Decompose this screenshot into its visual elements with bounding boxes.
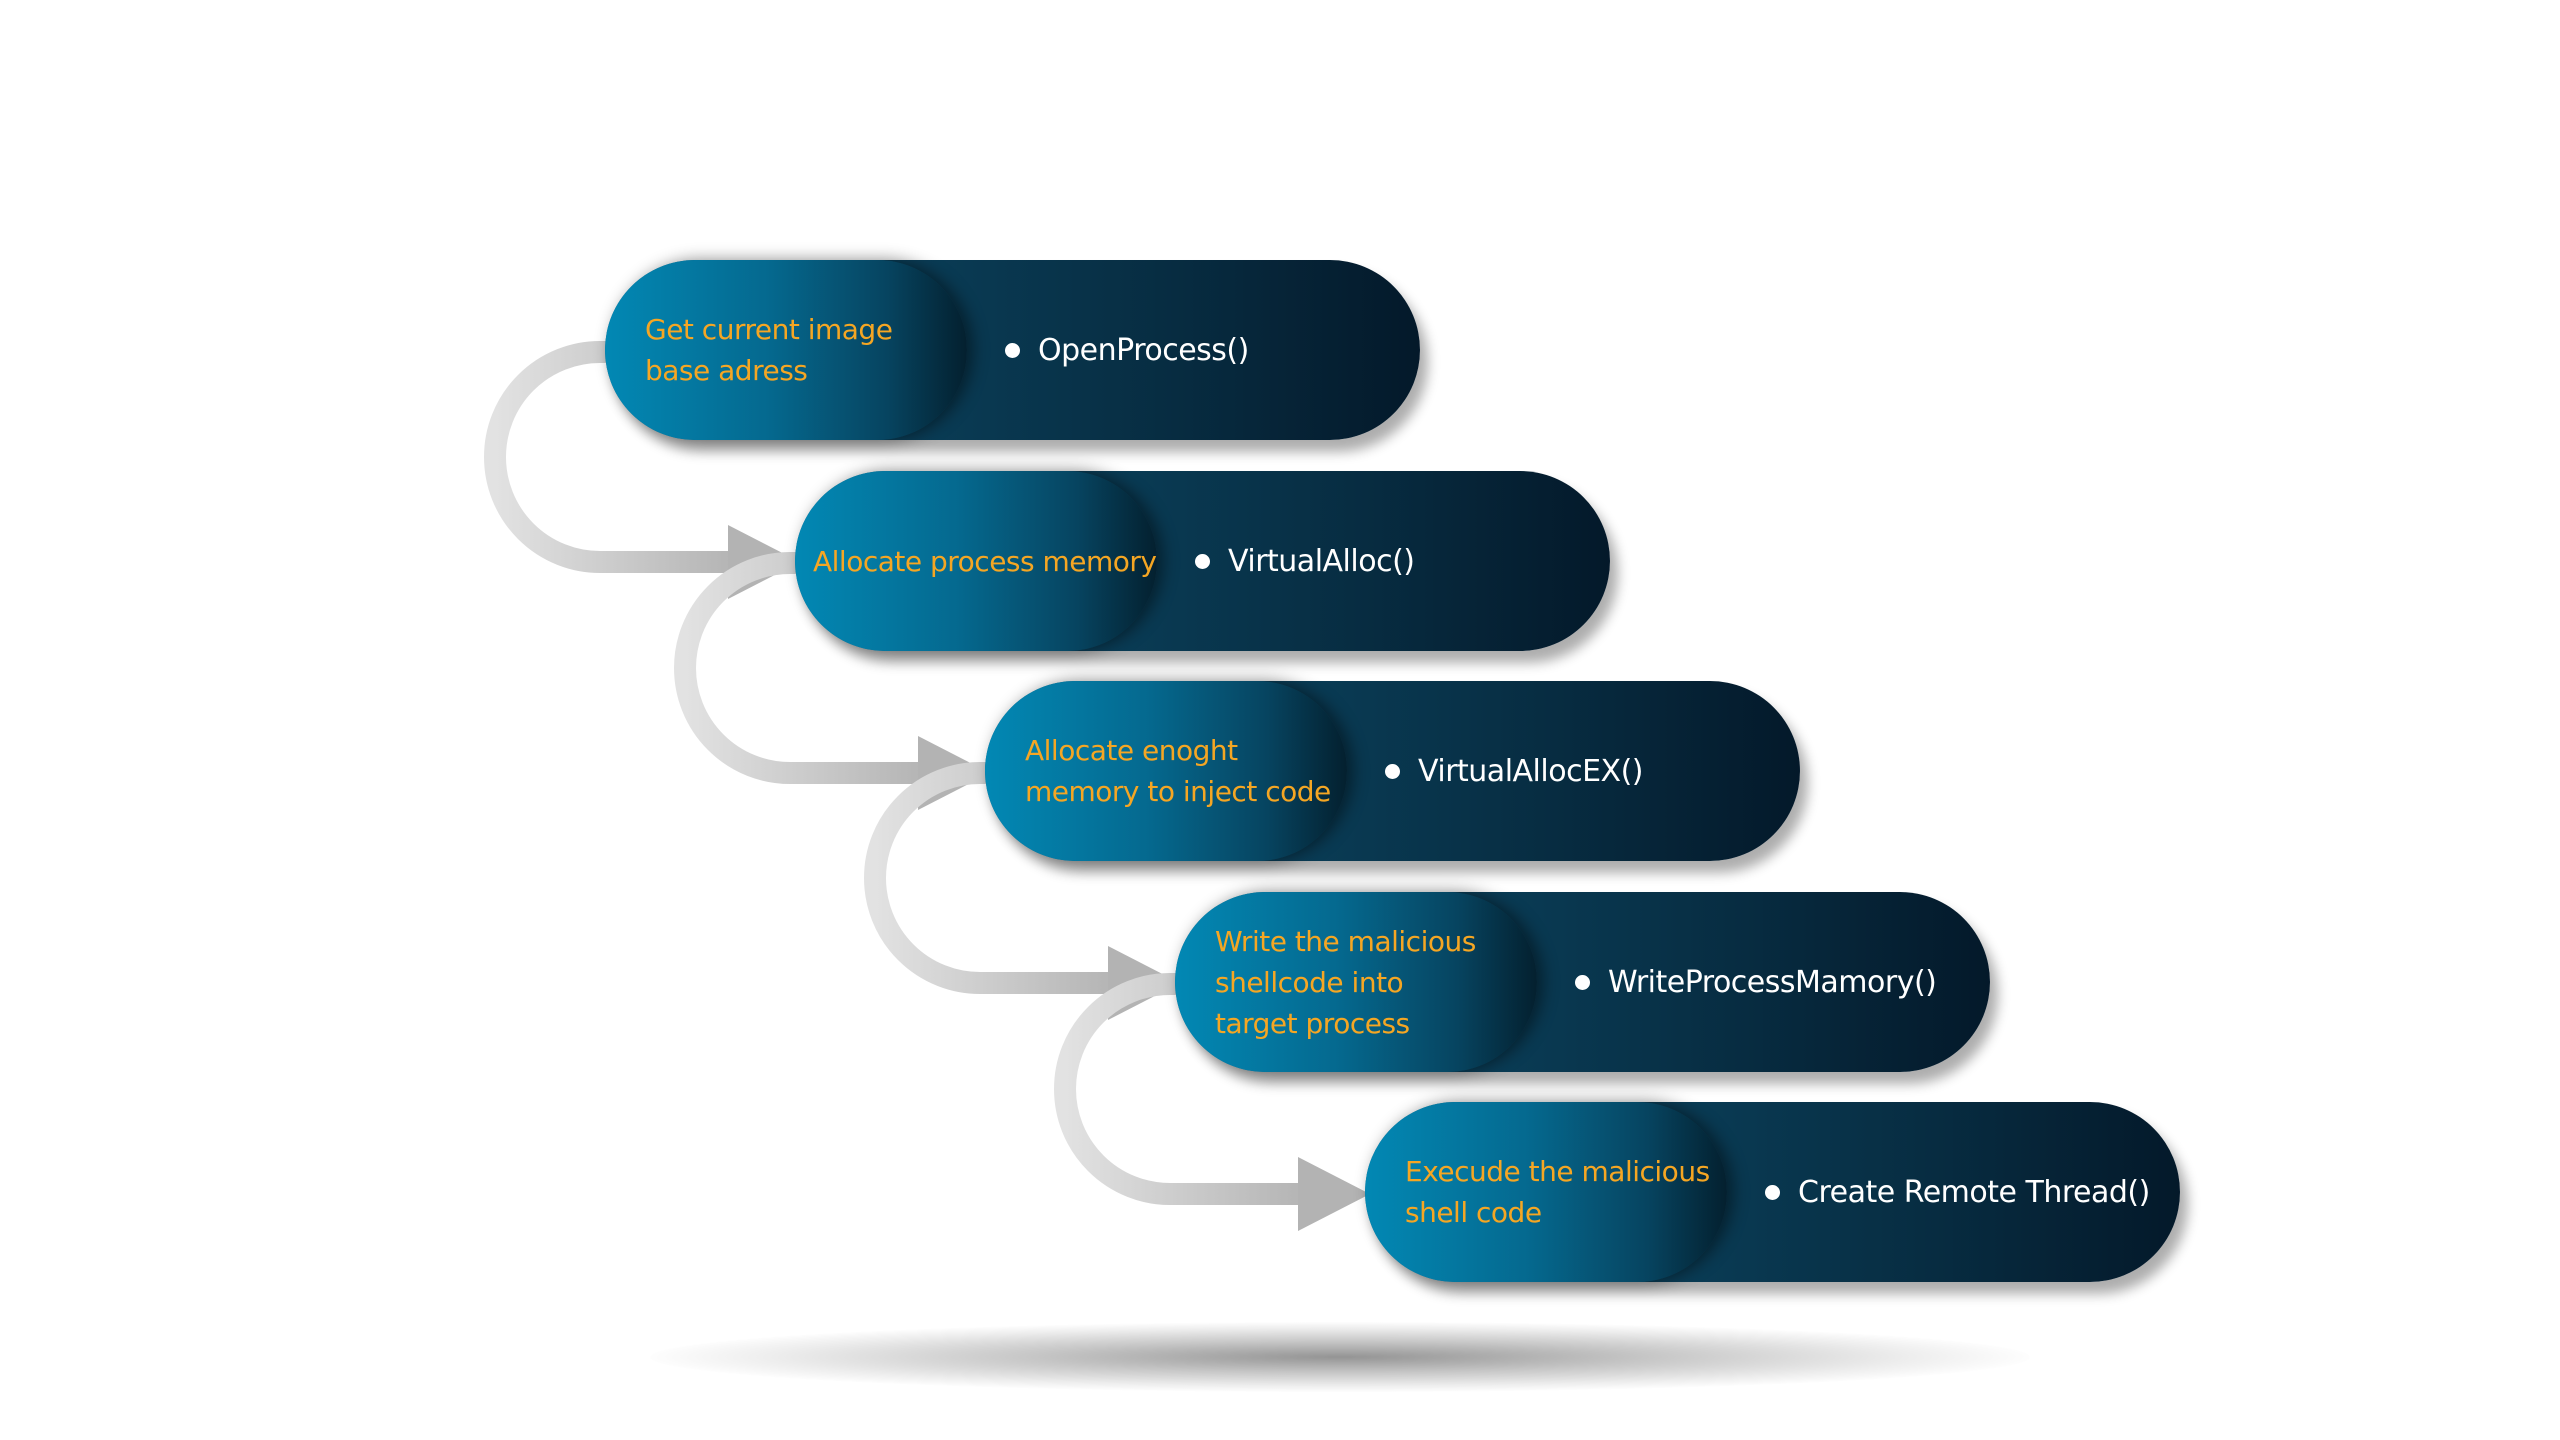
step-3-label-line-2: memory to inject code [1025, 775, 1331, 808]
step-3-label: Allocate enoght memory to inject code [985, 681, 1347, 861]
step-2-label-line-1: Allocate process memory [813, 544, 1157, 578]
step-3-label-line-1: Allocate enoght [1025, 734, 1238, 767]
step-5-function: Create Remote Thread() [1765, 1102, 2150, 1282]
step-5-label-line-2: shell code [1405, 1196, 1542, 1229]
step-5: Execude the malicious shell code Create … [1365, 1102, 2180, 1282]
step-2: Allocate process memory VirtualAlloc() [795, 471, 1610, 651]
step-3-label-text: Allocate enoght memory to inject code [1025, 730, 1331, 812]
step-1-label: Get current image base adress [605, 260, 967, 440]
step-4-function-name: WriteProcessMamory() [1608, 964, 1937, 1000]
bullet-icon [1765, 1184, 1780, 1200]
step-2-function-name: VirtualAlloc() [1228, 543, 1415, 579]
step-4-label-line-2: shellcode into [1215, 965, 1404, 999]
step-1-label-line-2: base adress [645, 354, 808, 387]
step-5-label: Execude the malicious shell code [1365, 1102, 1727, 1282]
bullet-icon [1005, 342, 1020, 358]
ground-shadow [650, 1322, 2030, 1392]
step-4-label-text: Write the malicious shellcode into targe… [1215, 921, 1476, 1044]
step-4-function: WriteProcessMamory() [1575, 892, 1937, 1072]
bullet-icon [1385, 763, 1400, 779]
step-1-label-text: Get current image base adress [645, 309, 893, 391]
step-2-label-text: Allocate process memory [813, 541, 1157, 582]
step-2-label: Allocate process memory [795, 471, 1157, 651]
bullet-icon [1575, 974, 1590, 990]
step-5-function-name: Create Remote Thread() [1798, 1174, 2150, 1210]
step-5-label-text: Execude the malicious shell code [1405, 1151, 1710, 1233]
step-2-function: VirtualAlloc() [1195, 471, 1415, 651]
step-3-function: VirtualAllocEX() [1385, 681, 1643, 861]
step-1: Get current image base adress OpenProces… [605, 260, 1420, 440]
step-4-label: Write the malicious shellcode into targe… [1175, 892, 1537, 1072]
step-3: Allocate enoght memory to inject code Vi… [985, 681, 1800, 861]
step-4-label-line-1: Write the malicious [1215, 924, 1476, 958]
step-4: Write the malicious shellcode into targe… [1175, 892, 1990, 1072]
step-1-function-name: OpenProcess() [1038, 332, 1249, 368]
step-3-function-name: VirtualAllocEX() [1418, 753, 1643, 789]
step-1-label-line-1: Get current image [645, 313, 893, 346]
bullet-icon [1195, 553, 1210, 569]
step-1-function: OpenProcess() [1005, 260, 1249, 440]
step-5-label-line-1: Execude the malicious [1405, 1155, 1710, 1188]
step-4-label-line-3: target process [1215, 1006, 1410, 1040]
